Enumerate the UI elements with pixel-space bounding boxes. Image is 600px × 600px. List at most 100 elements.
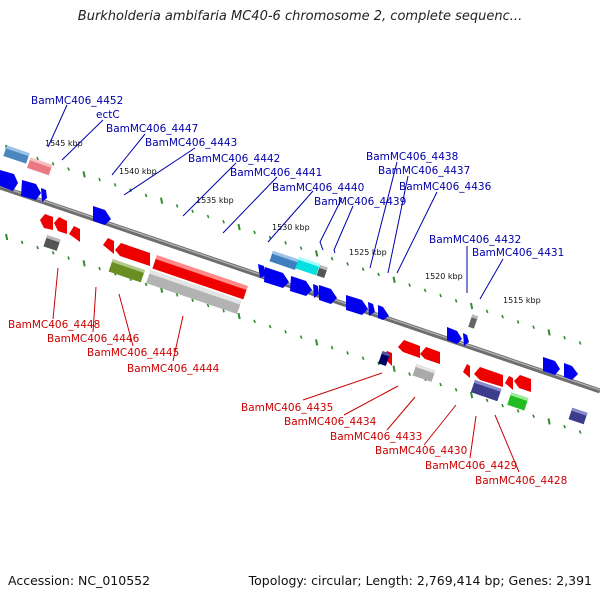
forward-gene-label[interactable]: BamMC406_4432 (429, 234, 521, 246)
reverse-arrow[interactable] (420, 347, 440, 364)
forward-arrow[interactable] (264, 267, 289, 288)
forward-arrow[interactable] (543, 357, 560, 375)
forward-arrow[interactable] (463, 333, 469, 346)
reverse-arrow[interactable] (115, 243, 150, 266)
reverse-arrow[interactable] (505, 376, 513, 390)
gene-block-4446[interactable] (108, 259, 145, 283)
forward-arrow[interactable] (0, 170, 18, 191)
major-tick (547, 329, 551, 336)
gene-block-4435[interactable] (378, 351, 391, 366)
minor-tick (423, 288, 427, 293)
reverse-arrow[interactable] (54, 217, 67, 234)
reverse-gene-label[interactable]: BamMC406_4430 (375, 445, 467, 457)
major-tick (315, 339, 319, 346)
minor-tick (191, 298, 194, 303)
reverse-arrow[interactable] (514, 375, 531, 392)
forward-arrow[interactable] (447, 327, 462, 344)
gene-block-4429[interactable] (507, 392, 529, 411)
reverse-arrow[interactable] (103, 238, 114, 254)
gene-block-4432[interactable] (468, 314, 479, 329)
minor-tick (501, 403, 504, 408)
map-title: Burkholderia ambifaria MC40-6 chromosome… (77, 9, 523, 24)
minor-tick (284, 330, 287, 334)
reverse-arrow[interactable] (474, 367, 503, 387)
minor-tick (67, 256, 70, 260)
forward-gene-label[interactable]: BamMC406_4431 (472, 247, 564, 259)
forward-gene-label[interactable]: ectC (96, 109, 120, 121)
minor-tick (516, 409, 520, 413)
forward-arrow[interactable] (564, 363, 578, 380)
reverse-gene-label[interactable]: BamMC406_4428 (475, 475, 567, 487)
major-tick (392, 276, 396, 283)
major-tick (547, 418, 551, 425)
minor-tick (253, 319, 256, 324)
gene-block-4452[interactable] (3, 145, 30, 164)
minor-tick (439, 293, 442, 298)
gene-block-ectc[interactable] (27, 157, 53, 176)
gene-block-4439[interactable] (316, 265, 328, 279)
forward-arrow[interactable] (41, 188, 47, 202)
forward-gene-label[interactable]: BamMC406_4440 (272, 182, 364, 194)
forward-arrow[interactable] (346, 295, 368, 315)
reverse-gene-label[interactable]: BamMC406_4445 (87, 347, 179, 359)
forward-gene-label[interactable]: BamMC406_4443 (145, 137, 237, 149)
forward-gene-label[interactable]: BamMC406_4436 (399, 181, 492, 193)
kbp-tick-label: 1540 kbp (119, 167, 157, 176)
reverse-gene-label[interactable]: BamMC406_4435 (241, 402, 333, 414)
forward-gene-label[interactable]: BamMC406_4447 (106, 123, 198, 135)
reverse-arrow[interactable] (463, 364, 470, 378)
minor-tick (532, 414, 535, 418)
gene-block-4434[interactable] (412, 364, 436, 382)
reverse-gene-label[interactable]: BamMC406_4434 (284, 416, 377, 428)
reverse-gene-label[interactable]: BamMC406_4429 (425, 460, 517, 472)
minor-tick (377, 272, 380, 277)
gene-block-4444[interactable] (146, 269, 242, 315)
minor-tick (330, 345, 334, 350)
forward-arrow[interactable] (258, 264, 266, 278)
minor-tick (501, 314, 504, 319)
forward-gene-label[interactable]: BamMC406_4438 (366, 151, 458, 163)
reverse-arrow[interactable] (69, 226, 80, 242)
major-tick (315, 250, 319, 257)
gene-block-4440[interactable] (295, 256, 320, 276)
forward-features (0, 145, 578, 380)
major-tick (237, 223, 241, 231)
reverse-gene-label[interactable]: BamMC406_4433 (330, 431, 422, 443)
forward-arrow[interactable] (290, 276, 312, 296)
forward-gene-label[interactable]: BamMC406_4452 (31, 95, 123, 107)
minor-tick (330, 256, 334, 261)
minor-tick (454, 388, 458, 392)
reverse-gene-label[interactable]: BamMC406_4446 (47, 333, 140, 345)
forward-gene-label[interactable]: BamMC406_4441 (230, 167, 322, 179)
reverse-arrow[interactable] (40, 214, 53, 230)
forward-arrow[interactable] (378, 305, 389, 320)
reverse-arrow[interactable] (398, 340, 420, 358)
gene-block-4441[interactable] (269, 250, 299, 270)
minor-tick (284, 241, 287, 245)
minor-tick (51, 162, 55, 166)
gene-block-4430[interactable] (470, 379, 502, 402)
forward-gene-labels: BamMC406_4452 ectC BamMC406_4447BamMC406_4… (31, 95, 564, 259)
forward-arrow[interactable] (313, 284, 319, 298)
forward-gene-label[interactable]: BamMC406_4437 (378, 165, 470, 177)
forward-gene-label[interactable]: BamMC406_4442 (188, 153, 280, 165)
forward-gene-label[interactable]: BamMC406_4439 (314, 196, 406, 208)
forward-arrow[interactable] (368, 302, 375, 316)
reverse-leaders (52, 267, 520, 473)
reverse-gene-label[interactable]: BamMC406_4444 (127, 363, 220, 375)
forward-arrow[interactable] (319, 285, 337, 304)
kbp-tick-label: 1530 kbp (272, 223, 310, 232)
minor-tick (563, 335, 566, 340)
forward-arrow[interactable] (93, 206, 111, 225)
minor-tick (361, 267, 365, 272)
minor-tick (516, 320, 520, 324)
gene-block-4445[interactable] (152, 255, 248, 300)
gene-block-4428[interactable] (568, 407, 588, 425)
forward-arrow[interactable] (21, 180, 41, 200)
minor-tick (361, 356, 365, 361)
reverse-gene-label[interactable]: BamMC406_4448 (8, 319, 100, 331)
minor-tick (268, 324, 272, 329)
minor-tick (439, 382, 442, 387)
minor-tick (175, 204, 179, 208)
gene-block-4448[interactable] (43, 235, 61, 251)
